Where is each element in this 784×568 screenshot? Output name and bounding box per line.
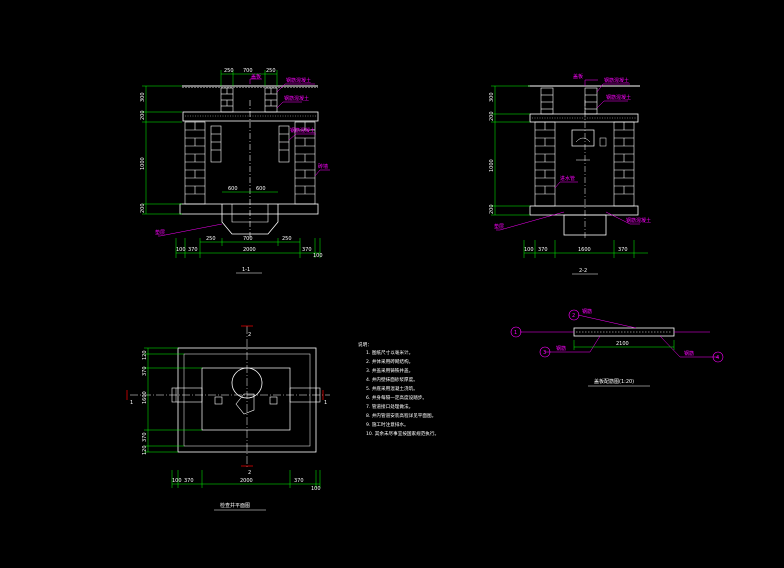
s1-bot-dim-r2-4: 370 <box>302 247 312 253</box>
plan-left-dim-1: 120 <box>142 350 148 360</box>
s1-top-dim-2: 700 <box>243 68 253 74</box>
detail-dim: 2100 <box>616 341 629 347</box>
detail-marker-4-label: 4 <box>716 355 719 361</box>
neck-brick-right <box>264 87 278 113</box>
s2-left-dim-1: 300 <box>489 92 495 102</box>
s2-left-dim-2: 200 <box>489 111 495 121</box>
s2-label-4: 进水管 <box>560 175 575 182</box>
detail-marker-4 <box>712 351 724 363</box>
s2-left-dim-4: 200 <box>489 204 495 214</box>
s1-label-1: 盖板 <box>251 73 261 80</box>
plan-bot-dim-1: 100 <box>172 478 182 484</box>
notes-block: 说明： 1. 图纸尺寸以毫米计。 2. 井体采用砖砌结构。 3. 井盖采用铸铁井… <box>358 341 439 437</box>
detail-marker-3 <box>539 346 551 358</box>
plan-axis-top: 2 <box>248 332 251 338</box>
s2-label-2: 钢筋混凝土 <box>604 77 629 84</box>
detail-label-1: 钢筋 <box>582 308 592 315</box>
note-item: 3. 井盖采用铸铁井盖。 <box>366 367 413 374</box>
body-brick-right <box>294 121 316 205</box>
pipe-opening <box>571 129 595 147</box>
s1-bot-dim-r2-3: 2000 <box>243 247 256 253</box>
plan-view: 2 2 1 1 120 370 1600 370 120 100 370 200… <box>126 325 330 511</box>
s1-top-dim-3: 250 <box>266 68 276 74</box>
plan-bot-dim-2: 370 <box>184 478 194 484</box>
section-1-1: 250 700 250 300 200 1000 200 600 600 250… <box>140 68 330 274</box>
plan-bot-dim-3: 2000 <box>240 478 253 484</box>
note-item: 9. 施工时注意排水。 <box>366 421 409 428</box>
s1-label-4: 钢筋混凝土 <box>290 127 315 134</box>
notes-title: 说明： <box>358 341 372 348</box>
s1-bot-dim-r2-2: 370 <box>188 247 198 253</box>
note-item: 8. 井内管道安装高程详见平面图。 <box>366 412 436 419</box>
s1-inner-dim-2: 600 <box>256 186 266 192</box>
s1-left-dim-2: 200 <box>140 110 146 120</box>
note-item: 4. 井内壁抹面砂浆厚度。 <box>366 376 418 383</box>
s2-bot-dim-4: 370 <box>618 247 628 253</box>
plan-left-dim-4: 370 <box>142 432 148 442</box>
s2-bot-dim-3: 1600 <box>578 247 591 253</box>
note-item: 7. 管道接口处理做法。 <box>366 403 413 410</box>
s1-left-dim-3: 1000 <box>140 157 146 170</box>
body-brick-left <box>184 121 206 205</box>
s2-caption: 2-2 <box>579 268 587 274</box>
neck-brick-left <box>220 87 234 113</box>
s1-bot-dim-r2-1: 100 <box>176 247 186 253</box>
s1-label-5: 砖墙 <box>318 163 328 170</box>
detail-marker-2-label: 2 <box>572 313 575 319</box>
s1-caption: 1-1 <box>242 267 250 273</box>
cover-slab <box>182 111 319 122</box>
plan-caption: 检查井平面图 <box>220 502 250 509</box>
note-item: 1. 图纸尺寸以毫米计。 <box>366 349 413 356</box>
note-item: 6. 井身每隔一定高度设踏步。 <box>366 394 427 401</box>
detail-label-3: 钢筋 <box>684 350 694 357</box>
s2-label-5: 垫层 <box>494 223 504 230</box>
base-slab <box>179 203 319 215</box>
detail-marker-2 <box>568 309 580 321</box>
s1-label-3: 钢筋混凝土 <box>284 95 309 102</box>
plan-bot-dim-4: 370 <box>294 478 304 484</box>
s1-label-2: 钢筋混凝土 <box>286 77 311 84</box>
section-2-2: 300 200 1000 200 100 370 1600 370 盖板 钢筋混… <box>489 73 651 275</box>
s1-left-dim-1: 300 <box>140 92 146 102</box>
s1-label-6: 垫层 <box>155 229 165 236</box>
s2-bot-dim-2: 370 <box>538 247 548 253</box>
s2-bot-dim-1: 100 <box>524 247 534 253</box>
s1-left-dim-4: 200 <box>140 203 146 213</box>
plan-axis-bottom: 2 <box>248 470 251 476</box>
plan-bot-dim-5: 100 <box>311 486 321 492</box>
plan-left-dim-3: 1600 <box>142 391 148 404</box>
plan-axis-right: 1 <box>324 400 327 406</box>
plan-axis-left: 1 <box>130 400 133 406</box>
detail-label-2: 钢筋 <box>556 345 566 352</box>
s1-bot-dim-r1-2: 700 <box>243 236 253 242</box>
detail-marker-1 <box>510 326 522 338</box>
s2-label-6: 钢筋混凝土 <box>626 217 651 224</box>
s1-inner-dim-1: 600 <box>228 186 238 192</box>
s1-top-dim-1: 250 <box>224 68 234 74</box>
detail-marker-3-label: 3 <box>543 350 546 356</box>
detail-marker-1-label: 1 <box>514 330 517 336</box>
s2-left-dim-3: 1000 <box>489 159 495 172</box>
s1-bot-dim-r1-3: 250 <box>282 236 292 242</box>
plan-left-dim-2: 370 <box>142 366 148 376</box>
s2-label-1: 盖板 <box>573 73 583 80</box>
note-item: 10. 其余未尽事宜按国家规范执行。 <box>366 430 439 437</box>
slab-detail: 1 2 3 4 钢筋 钢筋 钢筋 2100 盖板配筋图(1:20) <box>510 308 724 387</box>
note-item: 5. 井底采用混凝土浇筑。 <box>366 385 418 392</box>
s1-bot-dim-r2-5: 100 <box>313 253 323 259</box>
detail-caption: 盖板配筋图(1:20) <box>594 378 634 385</box>
s2-label-3: 钢筋混凝土 <box>606 94 631 101</box>
s1-bot-dim-r1-1: 250 <box>206 236 216 242</box>
note-item: 2. 井体采用砖砌结构。 <box>366 358 413 365</box>
plan-left-dim-5: 120 <box>142 445 148 455</box>
